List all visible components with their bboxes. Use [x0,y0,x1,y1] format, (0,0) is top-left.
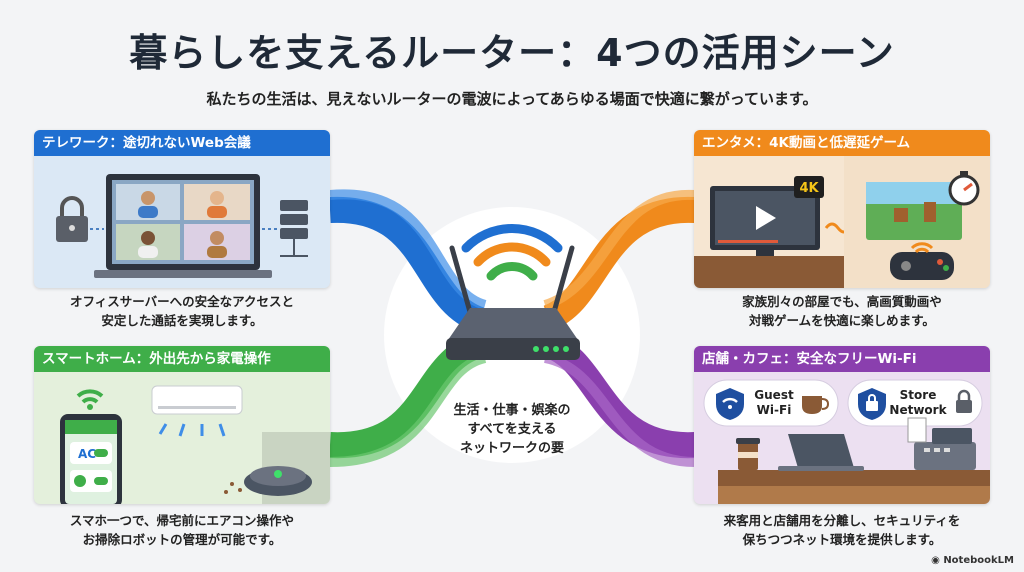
caption-cafe-line-1: 来客用と店舗用を分離し、セキュリティを [723,513,961,528]
4k-badge-text: 4K [799,181,819,196]
center-line-1: 生活・仕事・娯楽の [453,403,571,418]
caption-telework-line-1: オフィスサーバーへの安全なアクセスと [69,294,294,309]
panel-smarthome: スマートホーム：外出先から家電操作 AC [34,346,330,504]
brand-icon: ◉ [931,555,944,566]
ac-label: AC [78,447,96,461]
caption-smarthome-line-1: スマホ一つで、帰宅前にエアコン操作や [69,513,295,528]
laptop-icon [778,434,864,471]
caption-smarthome: スマホ一つで、帰宅前にエアコン操作や お掃除ロボットの管理が可能です。 [34,511,330,549]
center-label: 生活・仕事・娯楽の すべてを支える ネットワークの要 [412,401,612,458]
server-icon [280,200,308,257]
page-subtitle: 私たちの生活は、見えないルーターの電波によってあらゆる場面で快適に繋がっています… [206,90,818,108]
coffee-to-go-icon [736,438,760,470]
wifi-icon [76,389,104,410]
smartphone-icon: AC [60,414,122,504]
wifi-signal-icon [461,224,563,281]
center-line-3: ネットワークの要 [459,441,564,456]
brand-text: NotebookLM [943,555,1014,566]
ribbon-purple-light [543,353,696,467]
guest-wifi-card: Guest Wi-Fi [703,379,839,427]
caption-smarthome-line-2: お掃除ロボットの管理が可能です。 [82,532,282,547]
caption-entertainment-line-2: 対戦ゲームを快適に楽しめます。 [749,313,935,328]
coffee-cup-icon [802,396,830,414]
panel-cafe-heading: 店舗・カフェ：安全なフリーWi-Fi [694,346,990,372]
ribbon-orange-light [543,189,696,310]
caption-cafe-line-2: 保ちつつネット環境を提供します。 [742,532,942,547]
4k-badge: 4K [794,176,824,198]
telework-illustration [56,174,308,278]
caption-telework: オフィスサーバーへの安全なアクセスと 安定した通話を実現します。 [34,292,330,330]
ribbon-green-light [329,353,487,467]
caption-telework-line-2: 安定した通話を実現します。 [101,313,263,328]
entertainment-illustration: 4K [694,156,990,288]
store-network-card: Store Network [847,379,983,427]
tv-icon [710,186,820,256]
panel-telework: テレワーク：途切れないWeb会議 [34,130,330,288]
router-icon [446,245,580,360]
guest-label-line-2: Wi-Fi [757,403,792,417]
page-title: 暮らしを支えるルーター：4つの活用シーン [129,31,895,75]
store-label-line-1: Store [900,388,937,402]
wifi-icon [910,242,934,254]
store-label-line-2: Network [889,403,947,417]
caption-entertainment-line-1: 家族別々の部屋でも、高画質動画や [742,294,942,309]
ribbon-blue [329,196,485,333]
gamepad-icon [890,252,954,280]
smarthome-illustration: AC [60,385,330,504]
caption-entertainment: 家族別々の部屋でも、高画質動画や 対戦ゲームを快適に楽しめます。 [694,292,990,330]
cash-register-icon [907,417,976,470]
video-call-tiles [116,184,250,260]
game-screen [866,182,962,240]
panel-telework-heading: テレワーク：途切れないWeb会議 [34,130,330,156]
caption-cafe: 来客用と店舗用を分離し、セキュリティを 保ちつつネット環境を提供します。 [694,511,990,549]
stopwatch-icon [948,171,980,206]
panel-entertainment-heading: エンタメ：4K動画と低遅延ゲーム [694,130,990,156]
padlock-icon [956,389,972,413]
air-conditioner-icon [151,385,243,437]
brand-label: ◉ NotebookLM [931,555,1014,566]
panel-entertainment: エンタメ：4K動画と低遅延ゲーム 4K [694,130,990,288]
panel-cafe: 店舗・カフェ：安全なフリーWi-Fi Guest Wi-Fi Store Net… [694,346,990,504]
panel-smarthome-heading: スマートホーム：外出先から家電操作 [34,346,330,372]
guest-label-line-1: Guest [754,388,794,402]
lock-icon [56,196,88,242]
center-line-2: すべてを支える [467,422,557,437]
robot-vacuum-icon [244,466,312,496]
cafe-illustration: Guest Wi-Fi Store Network [703,379,990,504]
